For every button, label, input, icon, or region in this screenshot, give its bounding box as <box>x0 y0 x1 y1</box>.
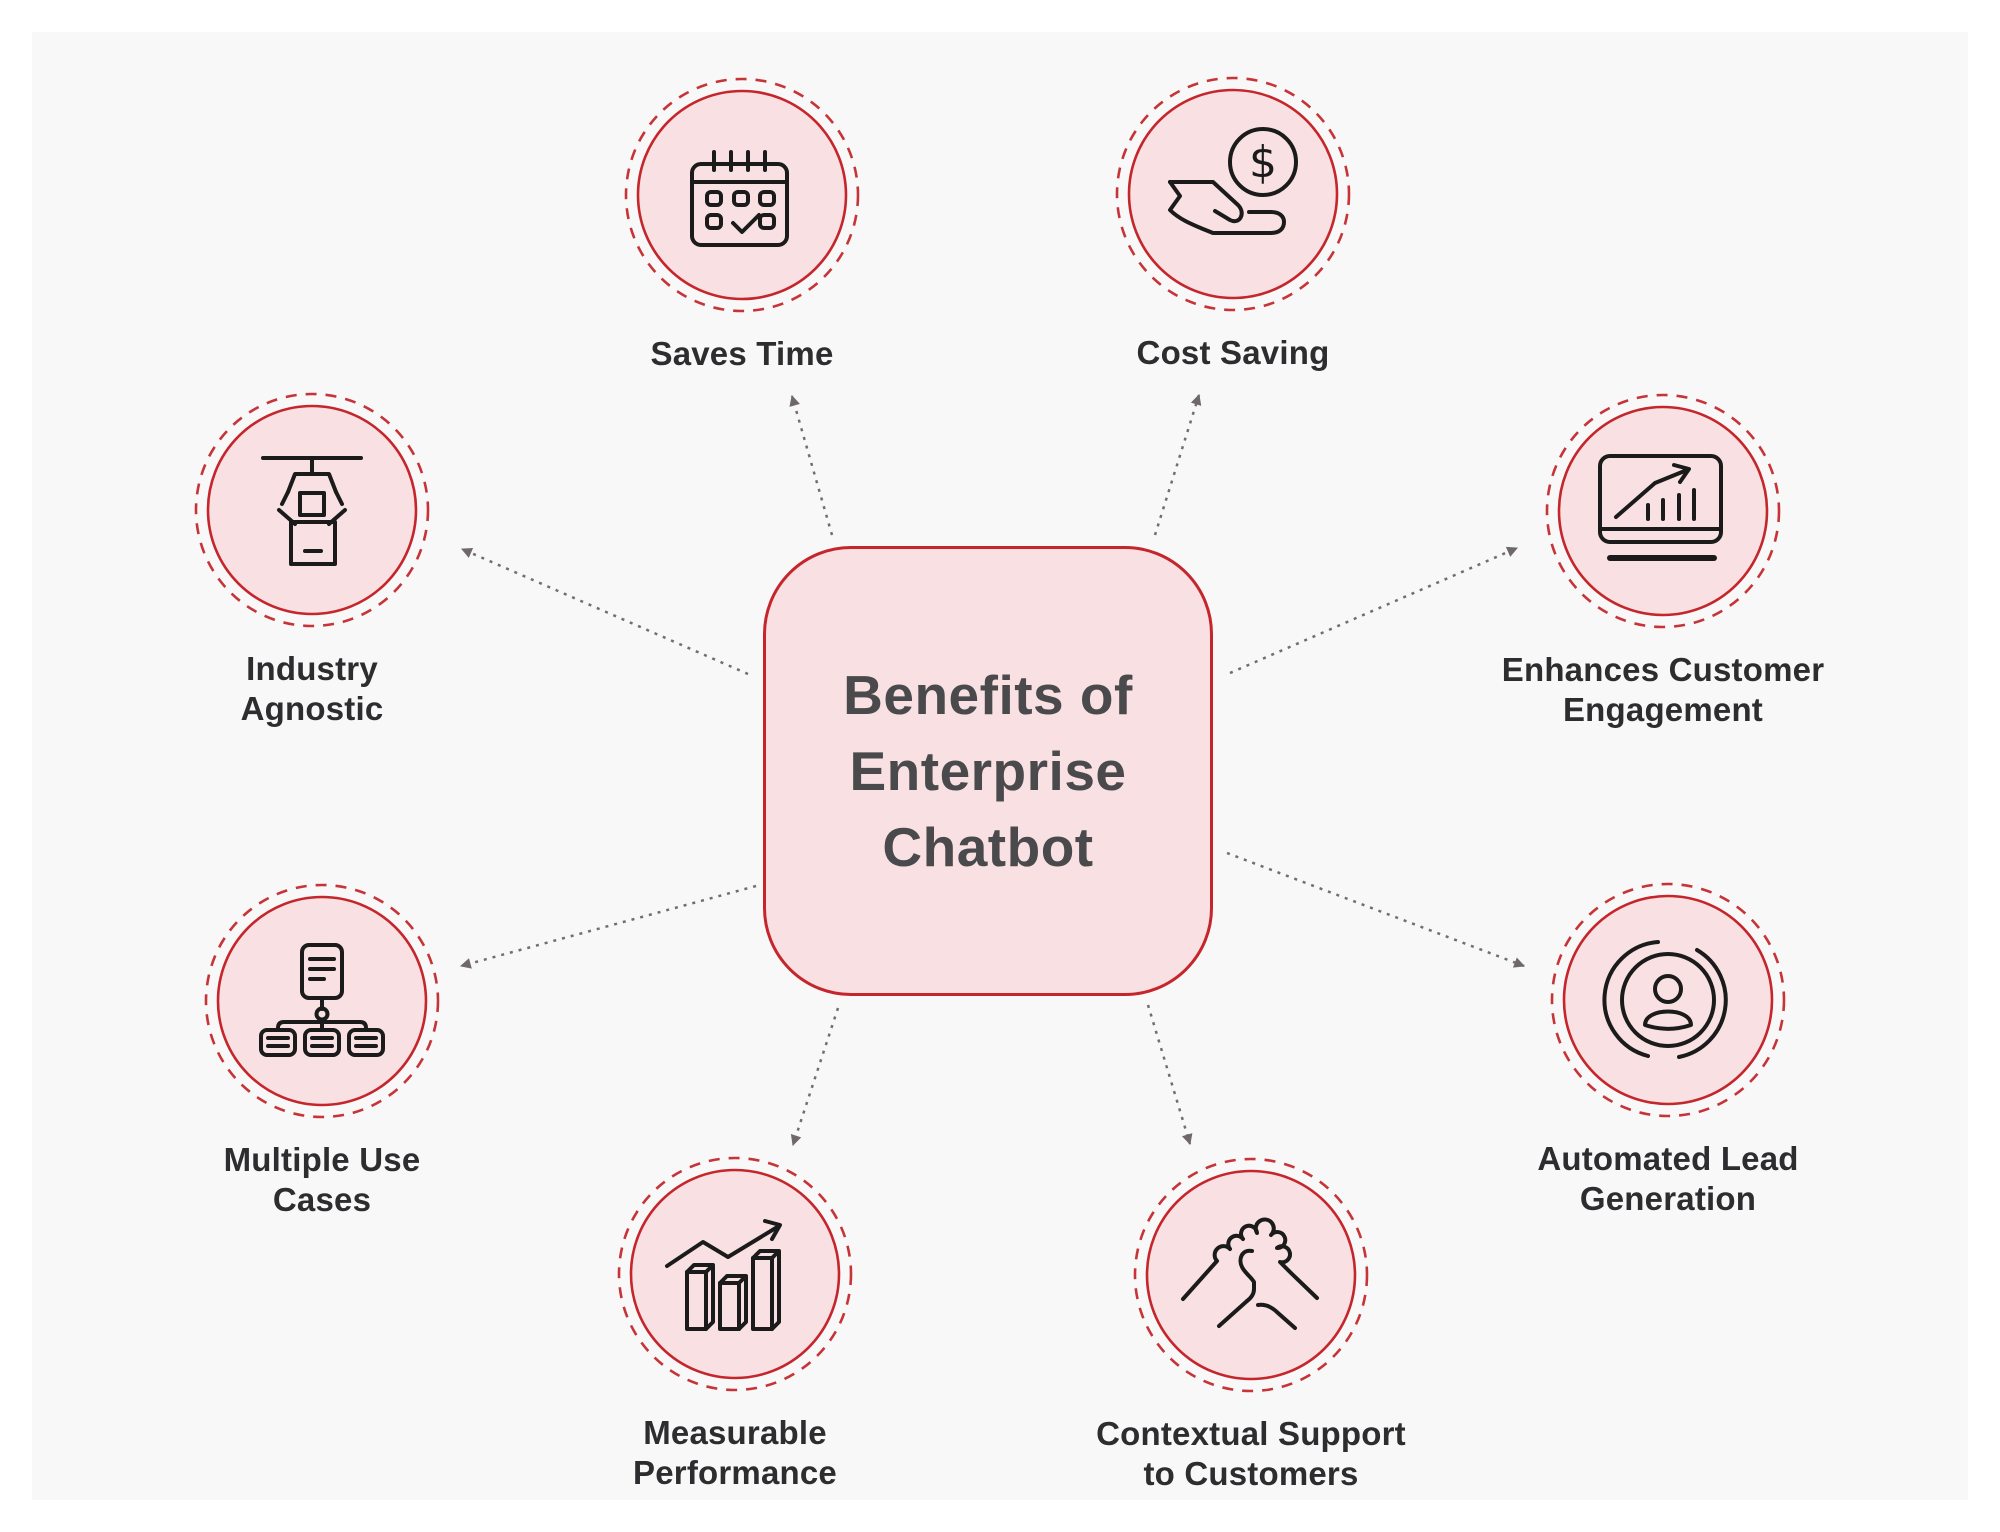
node-label-industry-agnostic: Industry Agnostic <box>240 650 384 727</box>
arrow-to-contextual-support <box>1146 1004 1193 1146</box>
node-circle <box>1127 88 1339 300</box>
svg-text:$: $ <box>1249 137 1277 188</box>
bar-growth-icon <box>665 1219 782 1331</box>
dashed-ring <box>1115 76 1351 312</box>
dashed-ring <box>204 883 440 1119</box>
node-cost-saving: $ <box>1113 74 1353 314</box>
arrow-to-cost-saving <box>1153 393 1202 536</box>
dashed-ring <box>194 392 430 628</box>
node-automated-lead-generation <box>1548 880 1788 1120</box>
node-industry-agnostic <box>192 390 432 630</box>
dashed-ring <box>1550 882 1786 1118</box>
central-node: Benefits of Enterprise Chatbot <box>763 546 1213 996</box>
crane-claw-icon <box>261 456 363 566</box>
dashed-ring <box>617 1156 853 1392</box>
node-saves-time <box>622 75 862 315</box>
node-circle <box>636 89 848 301</box>
growth-monitor-icon <box>1598 454 1723 561</box>
node-label-saves-time: Saves Time <box>650 335 834 372</box>
node-label-automated-lead-generation: Automated Lead Generation <box>1537 1140 1799 1217</box>
node-label-enhances-customer-engagement: Enhances Customer Engagement <box>1501 651 1825 728</box>
node-circle <box>206 404 418 616</box>
node-label-contextual-support: Contextual Support to Customers <box>1096 1415 1406 1492</box>
dotted-arrow-group <box>459 393 1526 1147</box>
hand-dollar-icon: $ <box>1168 127 1298 235</box>
node-circle <box>1145 1169 1357 1381</box>
central-title: Benefits of Enterprise Chatbot <box>843 664 1133 878</box>
arrow-to-multiple-use-cases <box>459 884 757 969</box>
node-label-measurable-performance: Measurable Performance <box>633 1414 837 1491</box>
node-multiple-use-cases <box>202 881 442 1121</box>
node-label-multiple-use-cases: Multiple Use Cases <box>223 1141 421 1218</box>
dashed-ring <box>624 77 860 313</box>
node-label-cost-saving: Cost Saving <box>1136 334 1330 371</box>
dashed-ring <box>1545 393 1781 629</box>
dashed-ring <box>1133 1157 1369 1393</box>
clasped-hands-icon <box>1181 1217 1319 1330</box>
sitemap-icon <box>259 943 385 1057</box>
node-enhances-customer-engagement <box>1543 391 1783 631</box>
calendar-check-icon <box>690 150 789 247</box>
arrow-to-automated-lead-generation <box>1226 851 1526 968</box>
node-measurable-performance <box>615 1154 855 1394</box>
user-target-icon <box>1602 940 1728 1059</box>
arrow-to-measurable-performance <box>790 1007 840 1147</box>
node-contextual-support <box>1131 1155 1371 1395</box>
arrow-to-saves-time <box>789 394 834 536</box>
